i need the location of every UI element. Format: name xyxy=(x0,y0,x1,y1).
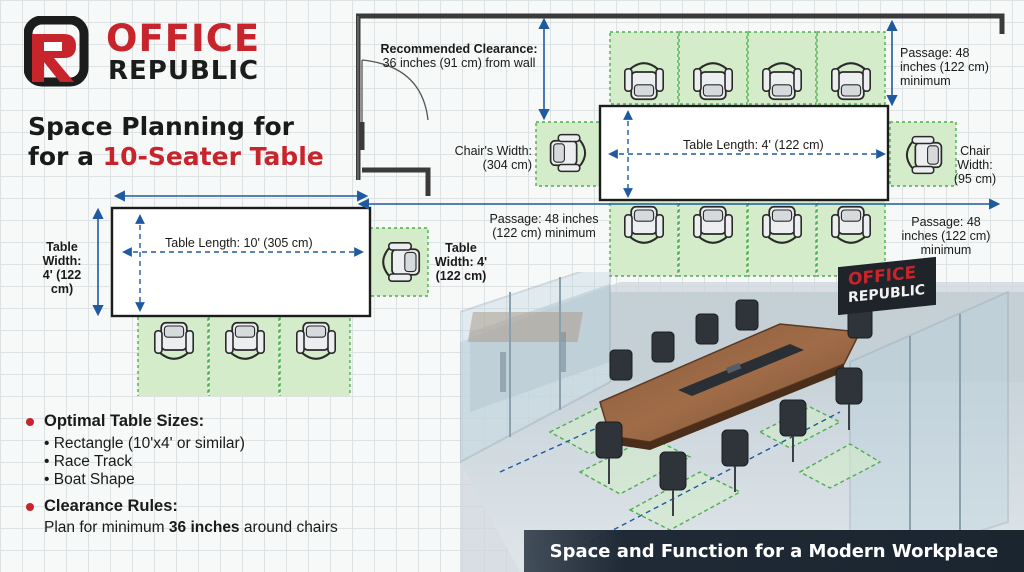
conference-room-illustration xyxy=(460,272,1024,572)
clearance-highlight: 36 inches xyxy=(168,519,240,536)
left-table-length-label: Table Length: 10' (305 cm) xyxy=(162,236,316,250)
headline: Space Planning for for a 10-Seater Table xyxy=(28,112,324,172)
brand-logo-mark xyxy=(24,16,89,87)
door-swing xyxy=(361,59,429,121)
optimal-item: • Rectangle (10'x4' or similar) xyxy=(44,435,245,452)
headline-line2-prefix: for a xyxy=(28,142,103,171)
right-table xyxy=(598,104,890,202)
bullet-icon xyxy=(26,502,34,511)
glass-wall xyxy=(849,290,1009,572)
chairs-width-label: Chair's Width: (304 cm) xyxy=(454,144,532,172)
left-table-width-label: Table Width: 4' (122 cm) xyxy=(42,240,82,296)
optimal-sizes-title: Optimal Table Sizes: xyxy=(44,412,205,430)
optimal-sizes-heading: Optimal Table Sizes: xyxy=(26,412,456,431)
headline-line1: Space Planning for xyxy=(28,112,294,141)
optimal-item: • Boat Shape xyxy=(44,471,135,488)
clearance-rule: Plan for minimum 36 inches around chairs xyxy=(44,519,338,536)
recommended-clearance-label: Recommended Clearance: 36 inches (91 cm)… xyxy=(374,42,544,70)
info-panel: Optimal Table Sizes: • Rectangle (10'x4'… xyxy=(26,412,456,537)
passage-top-label: Passage: 48 inches (122 cm) minimum xyxy=(900,46,989,88)
right-table-length-label: Table Length: 4' (122 cm) xyxy=(680,138,827,152)
left-table-width-right-label: Table Width: 4' (122 cm) xyxy=(434,241,488,283)
optimal-item: • Race Track xyxy=(44,453,133,470)
clearance-heading: Clearance Rules: xyxy=(26,497,456,516)
recommended-clearance-title: Recommended Clearance: xyxy=(380,42,538,56)
brand-name-line1: OFFICE xyxy=(106,17,261,60)
headline-line2: for a 10-Seater Table xyxy=(28,142,324,172)
seat-zone xyxy=(889,121,957,187)
left-table xyxy=(110,206,372,318)
brand-name-line2: REPUBLIC xyxy=(108,56,260,86)
recommended-clearance-value: 36 inches (91 cm) from wall xyxy=(382,56,536,70)
bottom-banner: Space and Function for a Modern Workplac… xyxy=(524,530,1024,572)
brand-logo: OFFICE REPUBLIC xyxy=(24,16,264,90)
wall-sign: OFFICE REPUBLIC xyxy=(838,256,936,316)
left-floor-plan xyxy=(92,190,429,396)
passage-bottom-left-label: Passage: 48 inches (122 cm) minimum xyxy=(489,212,599,240)
wall xyxy=(362,167,431,196)
headline-highlight: 10-Seater Table xyxy=(102,142,324,171)
passage-bottom-right-label: Passage: 48 inches (122 cm) minimum xyxy=(901,215,991,257)
clearance-title: Clearance Rules: xyxy=(44,497,178,515)
chair-width-label: Chair Width: (95 cm) xyxy=(953,144,997,186)
bullet-icon xyxy=(26,417,34,426)
